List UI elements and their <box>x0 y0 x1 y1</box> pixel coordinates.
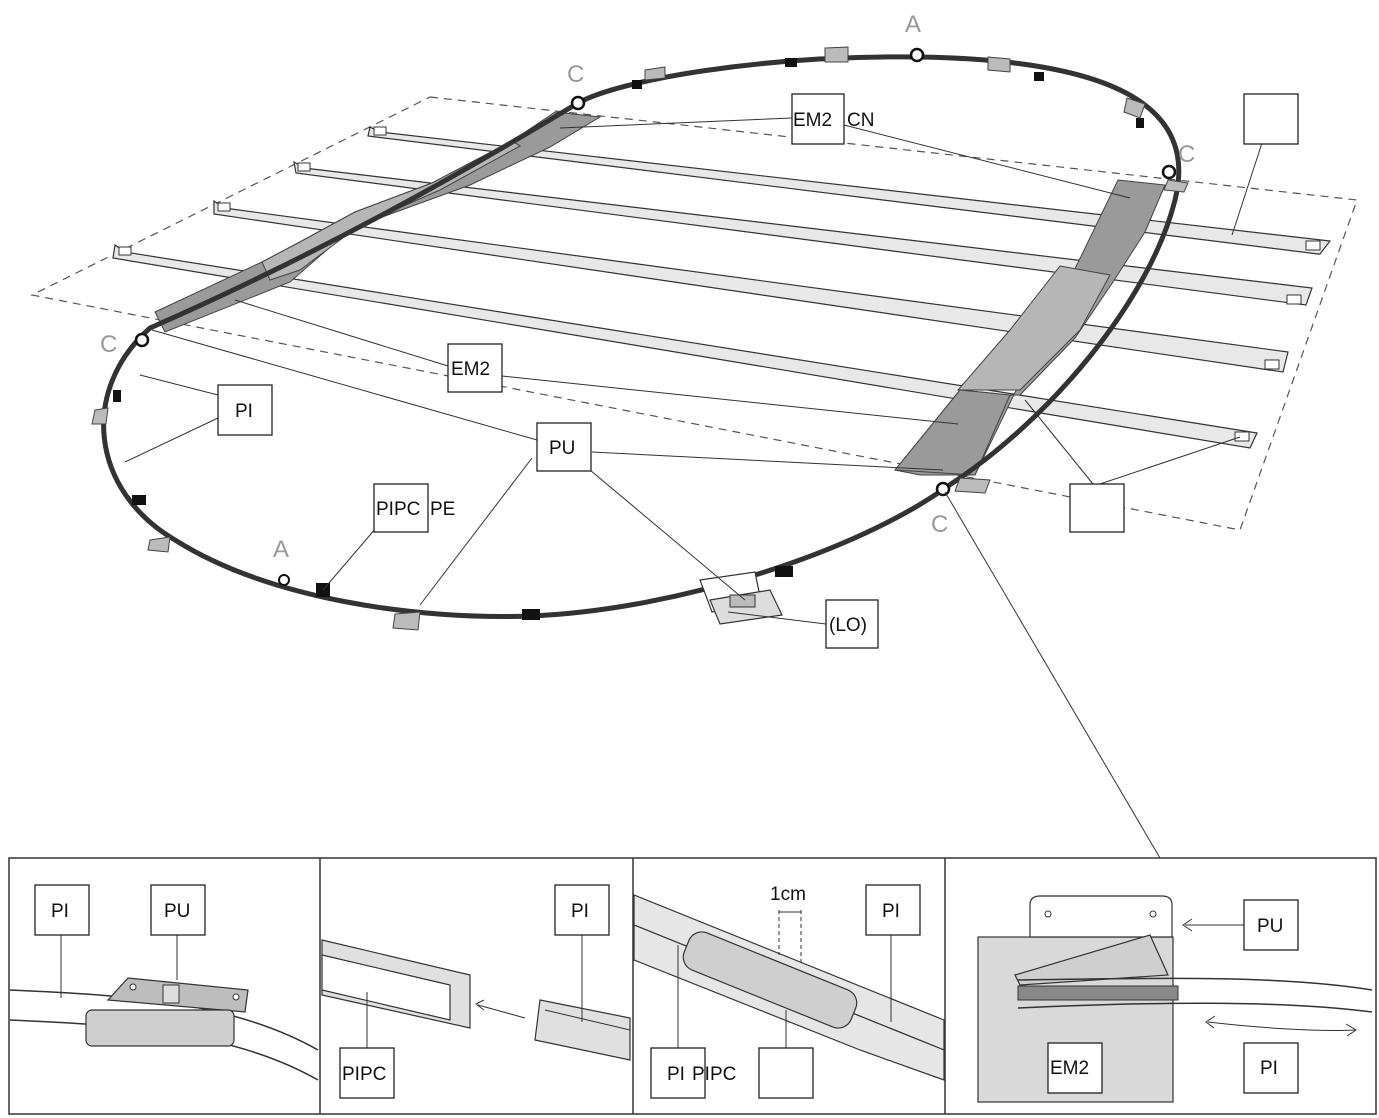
rail-clip-3 <box>775 566 793 577</box>
ring-c-top-left <box>570 95 586 111</box>
p4-label-pu: PU <box>1257 916 1283 937</box>
label-a-bottom: A <box>273 536 289 563</box>
label-pi-left: PI <box>235 401 253 422</box>
track-tab-1 <box>91 407 109 425</box>
rail-clip-6 <box>785 58 797 67</box>
strip-end-4b <box>1234 431 1250 442</box>
floor-area-outline <box>30 96 1358 531</box>
p1-box-pi <box>34 884 90 936</box>
label-em2-mid: EM2 <box>451 359 490 380</box>
track-tab-7 <box>1123 97 1146 119</box>
p4-label-pi: PI <box>1260 1058 1278 1079</box>
strip-end-1b <box>1305 240 1321 251</box>
strip-end-4a <box>118 246 132 256</box>
panel-4: PU EM2 PI <box>977 895 1373 1103</box>
p4-label-em2: EM2 <box>1050 1058 1089 1079</box>
box-em2-mid <box>447 343 503 393</box>
p3-box-pi-bottom <box>650 1047 706 1099</box>
label-c-top-left: C <box>567 61 584 88</box>
label-pipc-mid: PIPC <box>376 499 420 520</box>
label-em2-top: EM2 <box>793 110 832 131</box>
panel-2: PI PIPC <box>321 884 631 1099</box>
p3-label-pipc: PIPC <box>692 1064 736 1085</box>
track-tab-8 <box>1163 179 1189 193</box>
panel-3: 1cm PI PI PIPC <box>633 884 945 1099</box>
box-em2-top <box>791 93 845 145</box>
p3-label-pi-top: PI <box>882 901 900 922</box>
lo-pad <box>729 594 756 608</box>
rail-clip-4 <box>132 495 146 505</box>
box-pipc-mid <box>373 483 429 533</box>
p4-box-pu <box>1243 899 1299 951</box>
label-pu-mid: PU <box>549 438 575 459</box>
p1-label-pi: PI <box>51 901 69 922</box>
ring-c-bottom-right <box>935 481 951 497</box>
p4-box-pi <box>1243 1042 1299 1094</box>
track-tab-3 <box>392 611 421 631</box>
ring-a-bottom <box>278 574 290 586</box>
p2-box-pipc <box>339 1047 395 1099</box>
track-tab-6 <box>987 56 1011 73</box>
p4-box-em2 <box>1047 1042 1103 1094</box>
rail-clip-8 <box>1136 118 1144 128</box>
label-pe-mid: PE <box>430 499 455 520</box>
box-lo <box>825 599 879 649</box>
p3-box-empty <box>758 1047 814 1099</box>
track-tab-9 <box>954 477 991 494</box>
box-empty-top-right <box>1243 93 1299 145</box>
rail-clip-9 <box>632 80 642 89</box>
label-c-left: C <box>100 331 117 358</box>
track-tab-5 <box>824 46 849 63</box>
panel-1: PI PU <box>9 884 319 1081</box>
p2-box-pi <box>554 884 610 936</box>
right-mat <box>893 179 1166 476</box>
oval-track <box>91 46 1189 631</box>
track-tab-2 <box>147 536 171 553</box>
leader-lines <box>124 117 1263 859</box>
rail-clip-5 <box>113 390 121 402</box>
strip-end-1a <box>373 126 387 136</box>
p3-label-pi-bottom: PI <box>667 1064 685 1085</box>
box-pu-mid <box>536 422 592 472</box>
p3-label-1cm: 1cm <box>770 884 806 905</box>
ring-a-top <box>909 47 925 63</box>
ring-c-left <box>134 332 150 348</box>
label-lo: (LO) <box>829 615 867 636</box>
label-c-bottom-right: C <box>931 511 948 538</box>
rail-clip-2 <box>522 609 540 620</box>
p2-label-pipc: PIPC <box>342 1064 386 1085</box>
p3-box-pi-top <box>865 884 921 936</box>
label-cn-top: CN <box>847 110 874 131</box>
p1-box-pu <box>150 884 206 936</box>
track-tab-4 <box>644 66 666 81</box>
strip-end-2b <box>1286 294 1302 305</box>
ring-c-top-right <box>1161 164 1177 180</box>
label-a-top: A <box>905 11 921 38</box>
strip-end-2a <box>297 162 311 172</box>
label-c-top-right: C <box>1178 141 1195 168</box>
strip-end-3a <box>217 202 231 212</box>
box-pi-left <box>217 384 273 436</box>
strips <box>112 126 1332 449</box>
rail-clip-7 <box>1034 72 1044 81</box>
p1-label-pu: PU <box>164 901 190 922</box>
box-empty-mid-right <box>1069 483 1125 533</box>
strip-end-3b <box>1264 359 1280 370</box>
p2-label-pi: PI <box>571 901 589 922</box>
